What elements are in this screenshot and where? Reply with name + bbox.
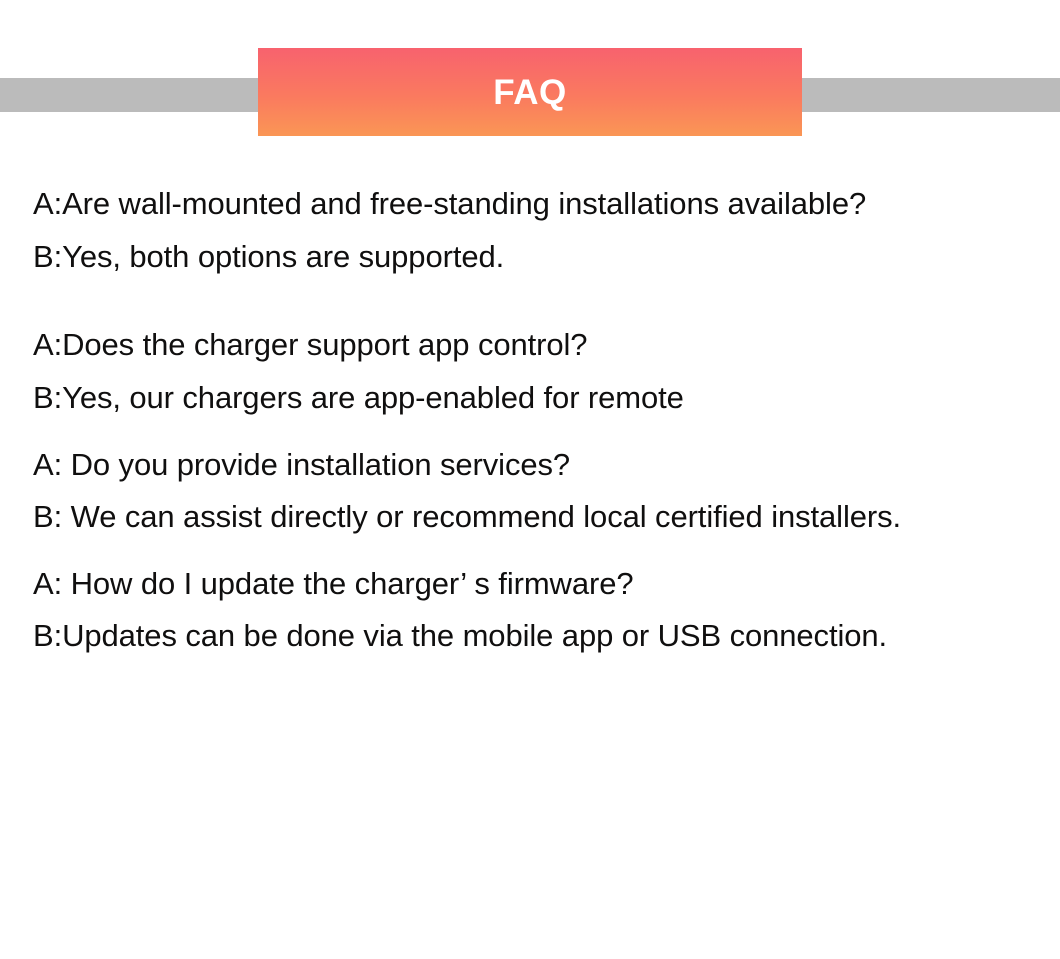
- faq-answer: B:Yes, our chargers are app-enabled for …: [33, 379, 684, 415]
- faq-answer: B:Yes, both options are supported.: [33, 238, 505, 274]
- faq-question: A: How do I update the charger’ s firmwa…: [33, 565, 634, 601]
- faq-answer: B: We can assist directly or recommend l…: [33, 499, 902, 535]
- faq-item: A: How do I update the charger’ s firmwa…: [33, 562, 1018, 659]
- faq-header: FAQ: [0, 0, 1060, 150]
- faq-item: A:Does the charger support app control? …: [33, 323, 1018, 420]
- faq-question: A: Do you provide installation services?: [33, 446, 571, 482]
- faq-banner: FAQ: [258, 48, 802, 136]
- page-title: FAQ: [493, 72, 567, 112]
- faq-question: A:Are wall-mounted and free-standing ins…: [33, 186, 867, 221]
- faq-list: A:Are wall-mounted and free-standing ins…: [33, 182, 1018, 681]
- faq-answer: B:Updates can be done via the mobile app…: [33, 618, 888, 654]
- faq-item: A:Are wall-mounted and free-standing ins…: [33, 182, 1018, 279]
- faq-item: A: Do you provide installation services?…: [33, 443, 1018, 540]
- faq-question: A:Does the charger support app control?: [33, 327, 588, 363]
